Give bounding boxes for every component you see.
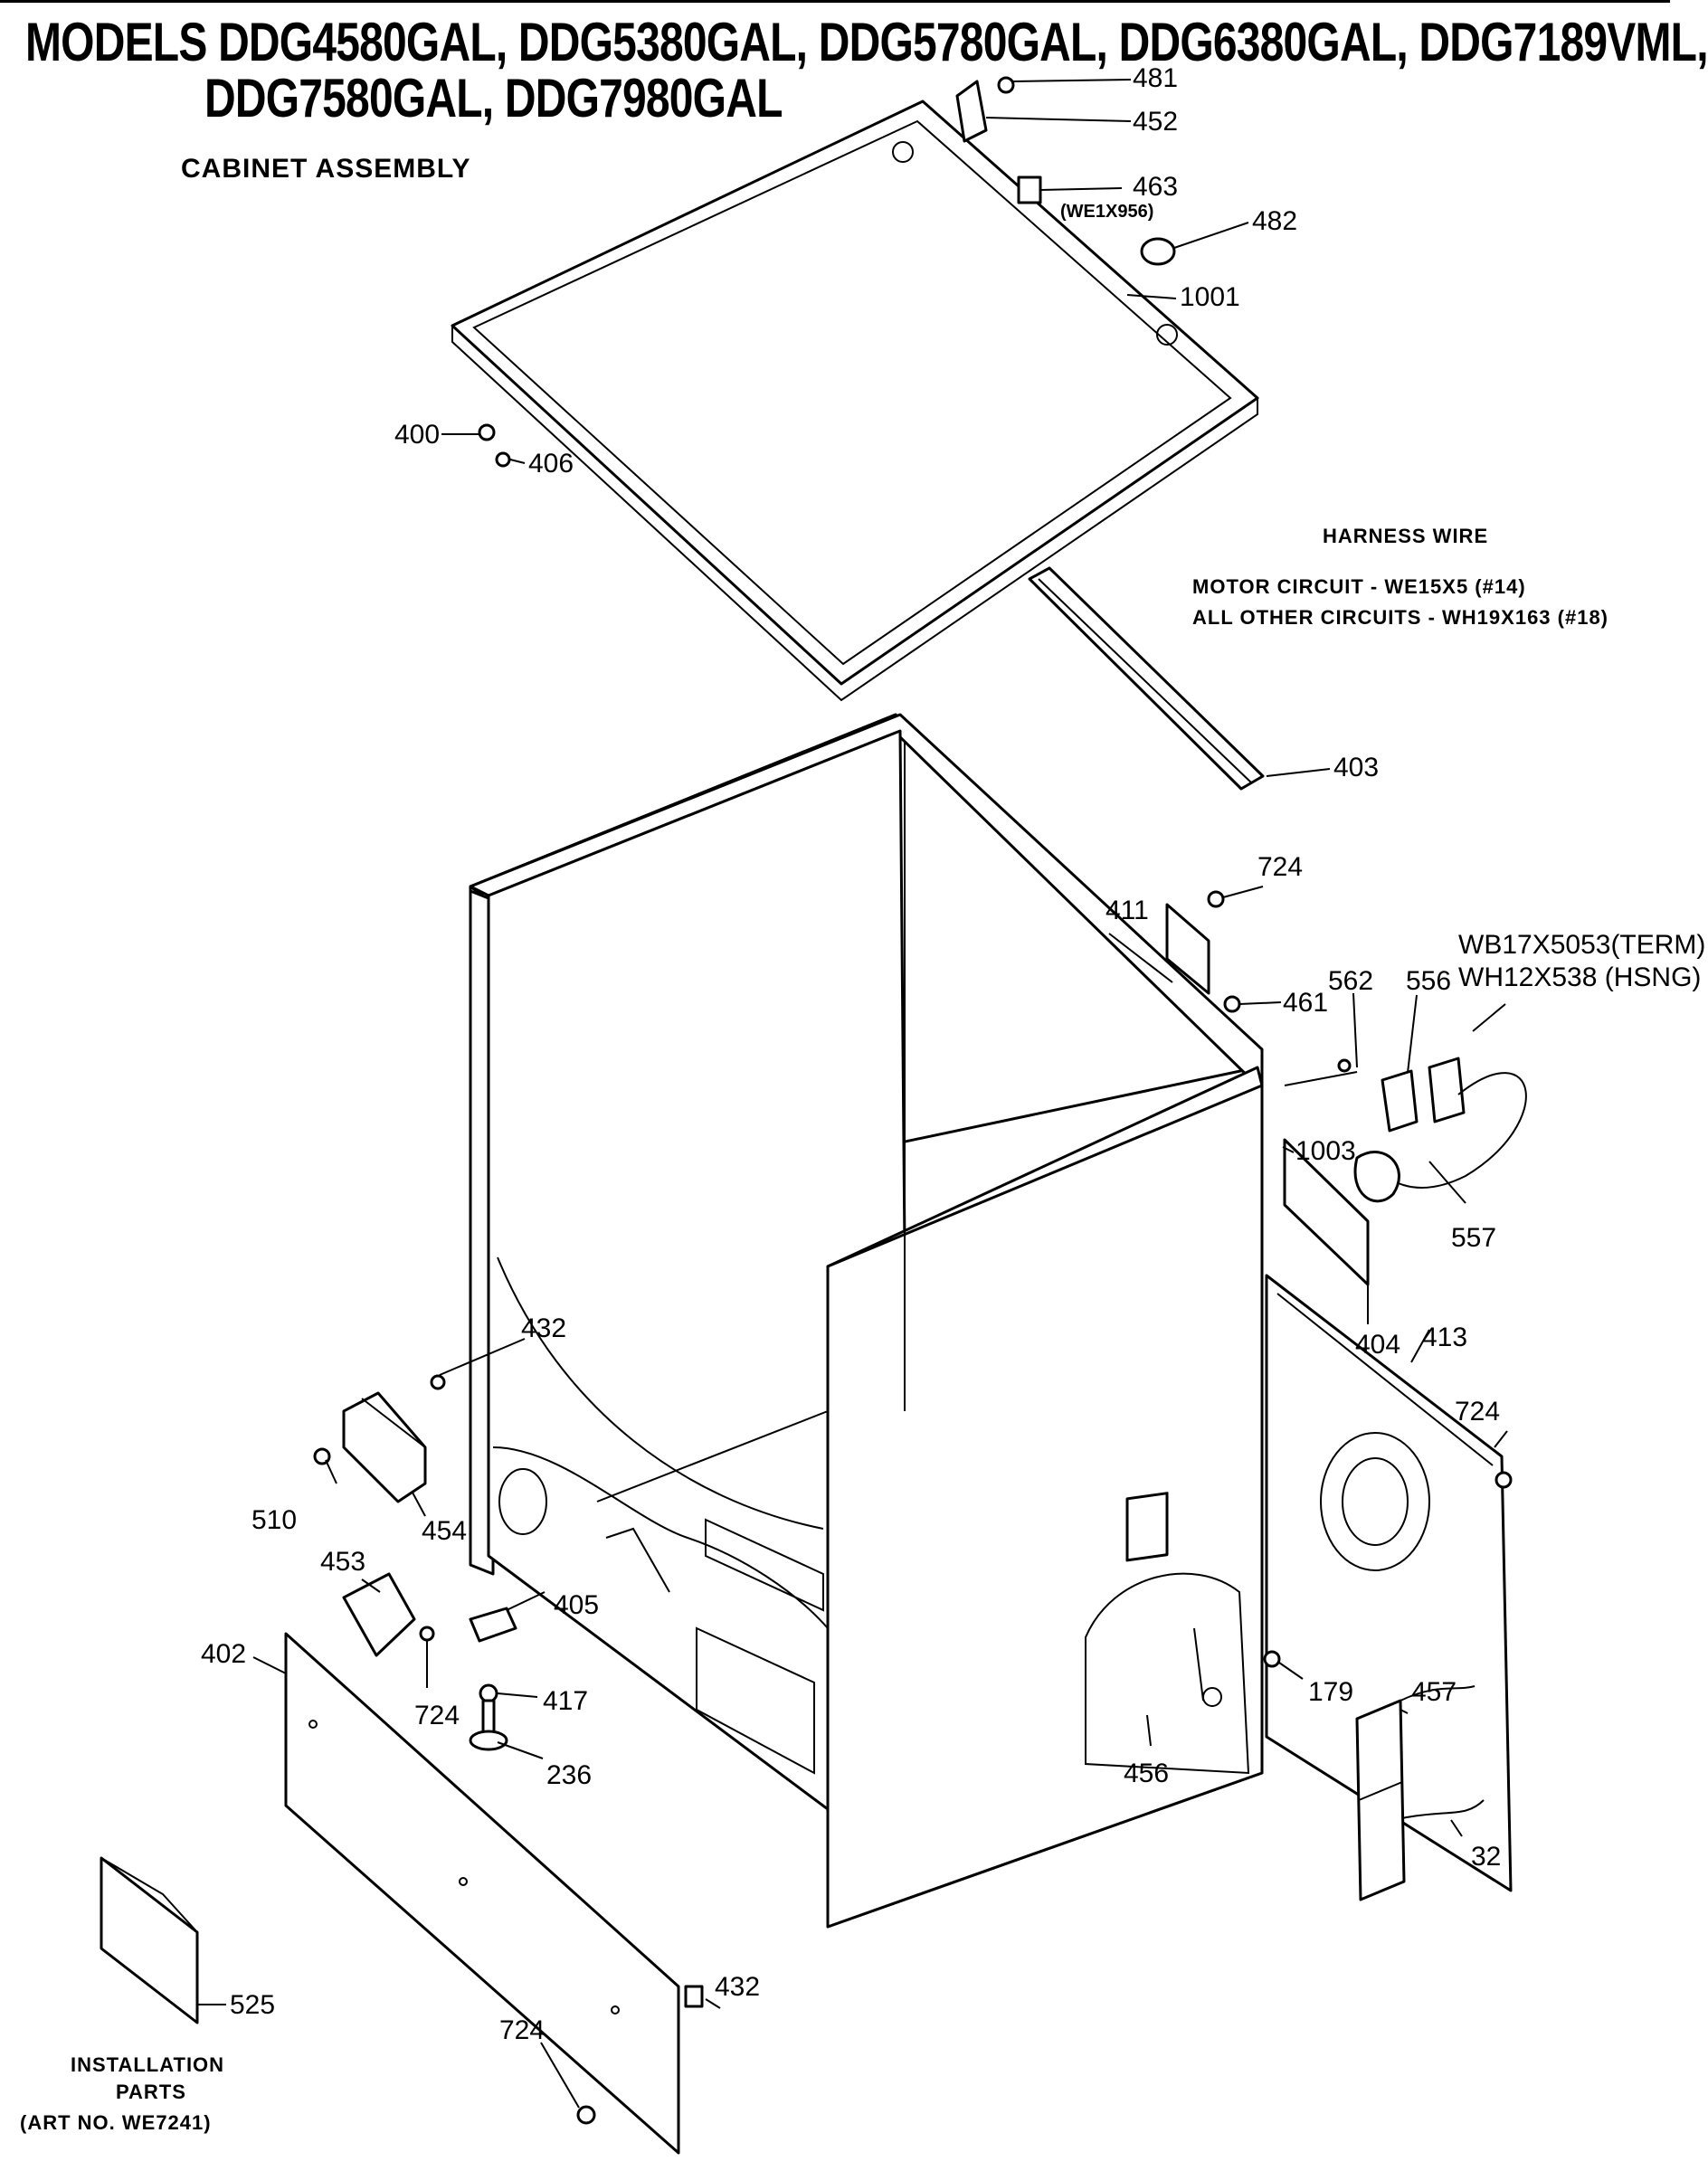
power-cord-assembly <box>1284 1057 1527 1203</box>
hinge-453 <box>342 1572 416 1657</box>
label-term: WB17X5053(TERM) <box>1458 930 1705 960</box>
label-724-left: 724 <box>414 1701 460 1730</box>
label-456: 456 <box>1124 1759 1169 1788</box>
leader-lines <box>197 79 1508 2109</box>
label-482: 482 <box>1252 206 1297 236</box>
label-463-code: (WE1X956) <box>1060 202 1153 222</box>
label-405: 405 <box>554 1590 599 1620</box>
label-452: 452 <box>1133 107 1178 137</box>
label-402: 402 <box>201 1639 246 1669</box>
label-453: 453 <box>320 1547 365 1577</box>
label-432-upper: 432 <box>521 1313 566 1343</box>
label-463: 463 <box>1133 172 1178 202</box>
harness-heading: HARNESS WIRE <box>1323 525 1489 547</box>
door-switch-454 <box>342 1391 427 1503</box>
label-724-upper: 724 <box>1257 852 1303 882</box>
panel-411 <box>1165 903 1210 995</box>
installation-parts-bag <box>100 1856 199 2024</box>
part-labels: 481 452 463 (WE1X956) 482 1001 400 406 4… <box>201 63 1705 2045</box>
top-rule <box>0 0 1670 3</box>
page-title-line-2: DDG7580GAL, DDG7980GAL <box>204 68 783 128</box>
label-461: 461 <box>1283 988 1328 1018</box>
harness-other-circuits: ALL OTHER CIRCUITS - WH19X163 (#18) <box>1192 606 1609 629</box>
label-406: 406 <box>528 449 574 479</box>
cabinet-body <box>469 713 1264 1929</box>
label-1001: 1001 <box>1180 282 1240 312</box>
part-457-block <box>1355 1685 1485 1901</box>
back-panel <box>1265 1274 1513 1892</box>
toe-kick-panel <box>284 1632 680 2155</box>
installation-label: INSTALLATION <box>71 2053 225 2076</box>
label-413: 413 <box>1422 1323 1467 1352</box>
harness-motor-circuit: MOTOR CIRCUIT - WE15X5 (#14) <box>1192 575 1526 598</box>
exploded-parts-diagram: 481 452 463 (WE1X956) 482 1001 400 406 4… <box>100 63 1705 2155</box>
label-510: 510 <box>251 1505 297 1535</box>
label-417: 417 <box>543 1686 588 1716</box>
label-403: 403 <box>1333 753 1379 782</box>
label-724-right: 724 <box>1455 1397 1500 1427</box>
label-525: 525 <box>230 1990 275 2020</box>
label-556: 556 <box>1406 966 1451 996</box>
leveling-leg <box>469 1683 508 1751</box>
bracket-405 <box>469 1607 517 1643</box>
label-562: 562 <box>1328 966 1373 996</box>
harness-wire-strip <box>1028 566 1265 791</box>
label-hsng: WH12X538 (HSNG) <box>1458 962 1701 992</box>
section-title: CABINET ASSEMBLY <box>181 154 471 184</box>
fasteners <box>313 76 1513 2125</box>
installation-art-number: (ART NO. WE7241) <box>20 2111 212 2134</box>
label-404: 404 <box>1355 1330 1400 1360</box>
label-724-bottom: 724 <box>499 2015 545 2045</box>
label-179: 179 <box>1308 1677 1353 1707</box>
label-236: 236 <box>546 1760 592 1790</box>
label-400: 400 <box>394 420 440 450</box>
label-557: 557 <box>1451 1223 1496 1253</box>
label-481: 481 <box>1133 63 1178 93</box>
page-title-line-1: MODELS DDG4580GAL, DDG5380GAL, DDG5780GA… <box>25 12 1708 72</box>
label-454: 454 <box>422 1516 467 1546</box>
top-cover-panel <box>451 100 1259 702</box>
installation-parts-label: PARTS <box>116 2081 186 2103</box>
label-32: 32 <box>1471 1842 1501 1872</box>
label-411: 411 <box>1105 896 1149 925</box>
rear-access-area <box>1085 1492 1250 1775</box>
label-457: 457 <box>1411 1677 1457 1707</box>
label-1003: 1003 <box>1295 1136 1356 1166</box>
label-432-lower: 432 <box>715 1972 760 2002</box>
